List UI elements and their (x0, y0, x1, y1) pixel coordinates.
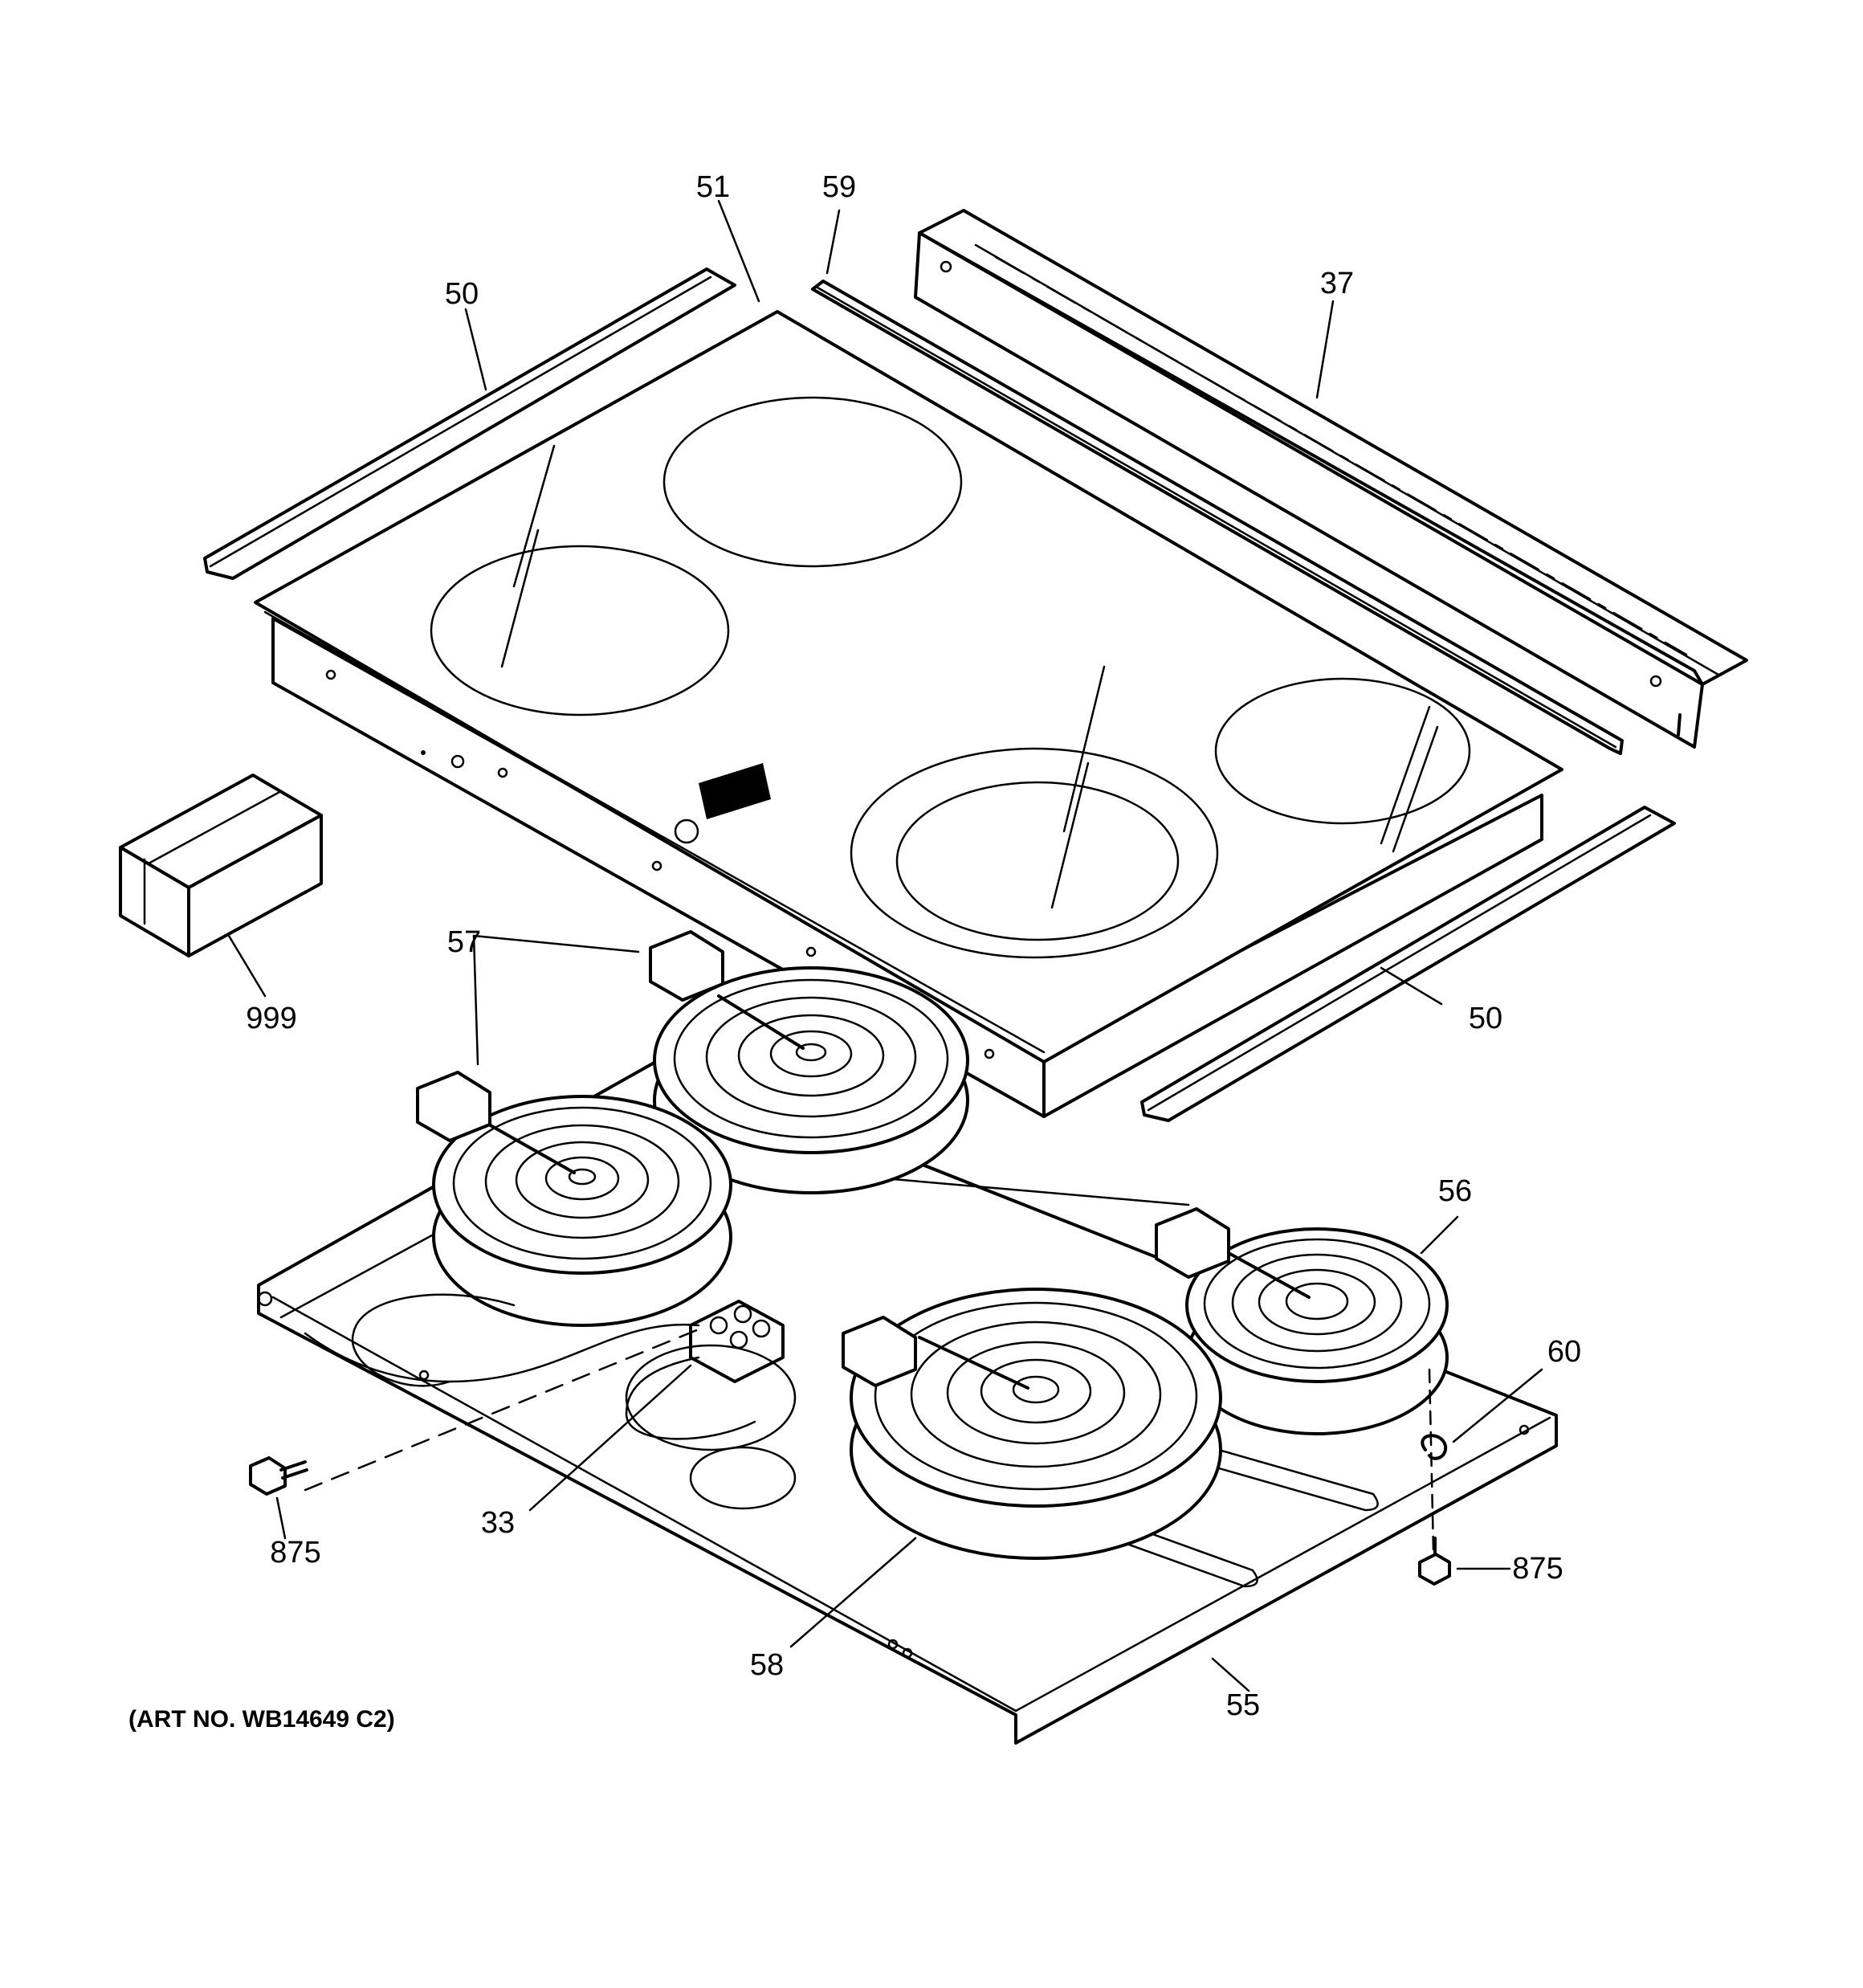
part-37-rear-bracket (914, 209, 1748, 749)
part-875-screw-left (249, 1456, 308, 1496)
part-58-element (842, 1288, 1222, 1560)
callout-labels: 51 59 37 50 999 57 50 56 60 875 875 33 5… (246, 170, 1581, 1722)
callout-57: 57 (447, 925, 481, 959)
callout-50-top: 50 (445, 277, 479, 311)
part-999-box (119, 774, 323, 957)
callout-33: 33 (481, 1506, 515, 1540)
callout-50-right: 50 (1469, 1002, 1502, 1035)
part-50-trim-right (1140, 806, 1676, 1122)
part-875-screw-right (1418, 1537, 1451, 1586)
callout-58: 58 (750, 1648, 784, 1682)
part-33-terminal-block (304, 1293, 797, 1510)
art-number: (ART NO. WB14649 C2) (128, 1706, 395, 1733)
part-50-trim-top (203, 267, 736, 580)
callout-60: 60 (1547, 1335, 1581, 1369)
callout-55: 55 (1226, 1688, 1260, 1722)
callout-59: 59 (822, 170, 856, 204)
part-60-clip (1421, 1368, 1448, 1552)
callout-999: 999 (246, 1002, 296, 1035)
part-56-element (1155, 1207, 1449, 1435)
part-57-element-left (416, 1071, 732, 1327)
part-57-element-rear (649, 930, 969, 1194)
callout-37: 37 (1320, 267, 1354, 300)
callout-51: 51 (696, 170, 730, 204)
callout-56: 56 (1438, 1174, 1472, 1208)
callout-875-left: 875 (270, 1536, 320, 1570)
callout-875-right: 875 (1512, 1552, 1563, 1586)
leader-lines (227, 199, 1543, 1692)
part-59-gasket (811, 280, 1624, 755)
